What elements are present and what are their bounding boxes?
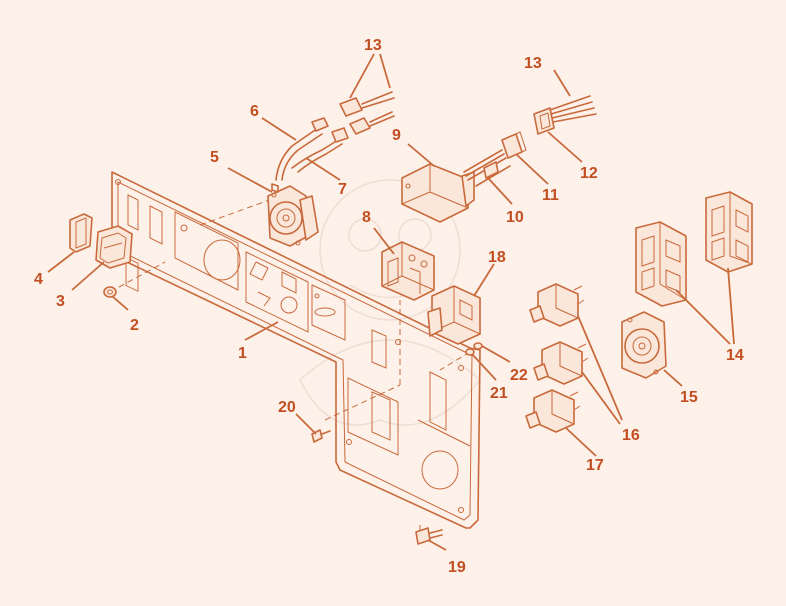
nut-part-2 (103, 286, 117, 298)
callout-22: 22 (510, 367, 528, 384)
circuit-breaker-part-17 (525, 389, 581, 433)
watermark-logo (299, 179, 482, 426)
switch-boot-part-4 (69, 213, 93, 253)
callout-17: 17 (586, 457, 604, 474)
twist-lock-receptacle-part-15 (621, 311, 667, 379)
callout-18: 18 (488, 249, 506, 266)
circuit-breaker-part-16b (533, 341, 589, 385)
callout-1: 1 (238, 345, 247, 362)
callout-19: 19 (448, 559, 466, 576)
nut-part-22 (473, 342, 483, 350)
callout-2: 2 (130, 317, 139, 334)
callout-6: 6 (250, 103, 259, 120)
wire-harness-part-10-11 (463, 131, 527, 187)
wire-harness-part-13a (339, 91, 395, 135)
leader-lines (47, 53, 735, 551)
wire-harness-part-13b (549, 95, 597, 123)
circuit-breaker-part-16a (529, 283, 585, 327)
callout-labels: 1 2 3 4 5 6 7 8 9 10 11 12 13 13 14 15 1… (34, 37, 744, 576)
gfci-receptacle-part-14b (705, 191, 753, 273)
rectifier-part-9 (401, 163, 475, 223)
callout-3: 3 (56, 293, 65, 310)
rocker-switch-part-3 (95, 225, 133, 269)
callout-16: 16 (622, 427, 640, 444)
nut-part-21 (465, 348, 475, 356)
callout-9: 9 (392, 127, 401, 144)
callout-13-right: 13 (524, 55, 542, 72)
breaker-block-part-8 (381, 241, 435, 301)
outlet-block-part-18 (427, 285, 481, 345)
wire-leads-part-6-7 (271, 117, 349, 193)
callout-14: 14 (726, 347, 744, 364)
callout-11: 11 (542, 187, 559, 204)
callout-12: 12 (580, 165, 598, 182)
callout-21: 21 (490, 385, 508, 402)
callout-7: 7 (338, 181, 347, 198)
screw-part-19 (415, 527, 443, 545)
callout-13-left: 13 (364, 37, 382, 54)
twist-lock-receptacle-part-5 (267, 185, 319, 247)
callout-5: 5 (210, 149, 219, 166)
callout-20: 20 (278, 399, 296, 416)
callout-8: 8 (362, 209, 371, 226)
callout-10: 10 (506, 209, 524, 226)
connector-part-12 (533, 107, 555, 135)
callout-4: 4 (34, 271, 43, 288)
callout-15: 15 (680, 389, 698, 406)
